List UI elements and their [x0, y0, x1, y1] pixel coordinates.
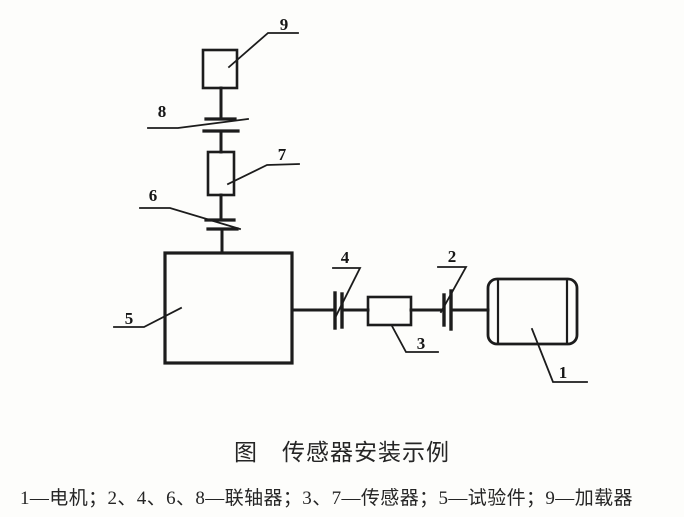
sensor-installation-diagram: 9 8 7 6 5 4 2 3 1	[113, 15, 588, 383]
leader-line-6	[139, 207, 242, 231]
part-label-5: 5	[125, 309, 134, 328]
test-piece-box	[163, 251, 294, 365]
leader-line-7	[226, 163, 300, 186]
part-label-6: 6	[149, 186, 158, 205]
leader-line-9	[227, 32, 299, 69]
leader-line-5	[113, 306, 183, 328]
part-label-8: 8	[158, 102, 167, 121]
part-label-4: 4	[341, 248, 350, 267]
leader-line-1	[530, 327, 588, 383]
leader-line-4	[332, 267, 362, 318]
leader-line-8	[147, 117, 250, 129]
leader-line-2	[437, 266, 468, 314]
part-label-7: 7	[278, 145, 287, 164]
figure-legend: 1—电机；2、4、6、8—联轴器；3、7—传感器；5—试验件；9—加载器	[20, 488, 633, 509]
sensor-3-box	[366, 295, 413, 327]
loader-box	[201, 48, 239, 90]
figure-caption: 图 传感器安装示例	[234, 440, 450, 465]
part-label-9: 9	[280, 15, 289, 34]
motor-body	[486, 277, 579, 346]
part-label-2: 2	[448, 247, 457, 266]
sensor-7-box	[206, 150, 236, 197]
part-label-1: 1	[559, 363, 568, 382]
leader-line-3	[390, 324, 439, 353]
part-label-3: 3	[417, 334, 426, 353]
